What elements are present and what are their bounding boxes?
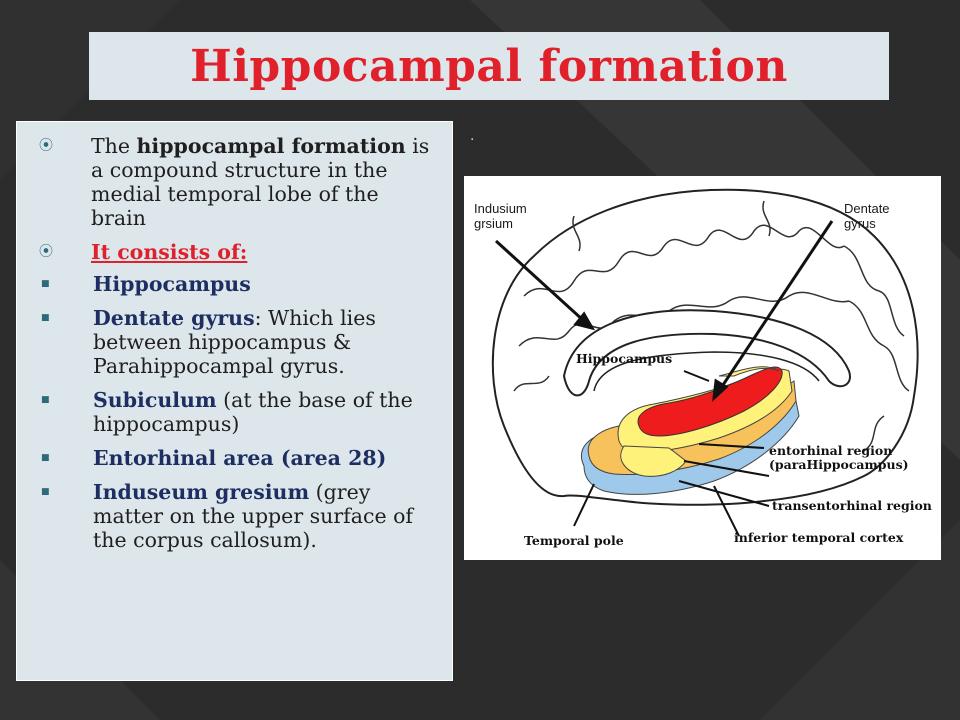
label-entorhinal: entorhinal region(paraHippocampus) xyxy=(769,443,909,472)
list-item: ■ Induseum gresium (grey matter on the u… xyxy=(41,480,414,552)
square-bullet-icon: ■ xyxy=(41,395,50,405)
label-transentorhinal: transentorhinal region xyxy=(772,498,932,513)
circle-bullet-icon: ⦿ xyxy=(39,138,53,154)
list-item: ■ Hippocampus xyxy=(41,272,251,296)
square-bullet-icon: ■ xyxy=(41,453,50,463)
list-item: ■ Dentate gyrus: Which lies between hipp… xyxy=(41,306,376,378)
slide-title: Hippocampal formation xyxy=(190,40,788,92)
label-inferior-temporal: inferior temporal cortex xyxy=(734,530,904,545)
square-bullet-icon: ■ xyxy=(41,279,50,289)
square-bullet-icon: ■ xyxy=(41,313,50,323)
content-panel: ⦿ The hippocampal formation is a compoun… xyxy=(16,121,453,681)
square-bullet-icon: ■ xyxy=(41,487,50,497)
stray-mark: . xyxy=(470,128,475,144)
list-item: ■ Subiculum (at the base of the hippocam… xyxy=(41,388,413,436)
intro-item: ⦿ The hippocampal formation is a compoun… xyxy=(39,134,440,230)
list-item: ■ Entorhinal area (area 28) xyxy=(41,446,387,470)
label-hippocampus: Hippocampus xyxy=(576,351,673,366)
label-temporal-pole: Temporal pole xyxy=(524,533,624,548)
consists-item: ⦿ It consists of: xyxy=(39,240,440,264)
brain-diagram-svg xyxy=(491,188,919,537)
title-bar: Hippocampal formation xyxy=(89,32,889,100)
circle-bullet-icon: ⦿ xyxy=(39,244,53,260)
intro-text: The hippocampal formation is a compound … xyxy=(91,134,430,230)
consists-heading: It consists of: xyxy=(91,240,248,264)
